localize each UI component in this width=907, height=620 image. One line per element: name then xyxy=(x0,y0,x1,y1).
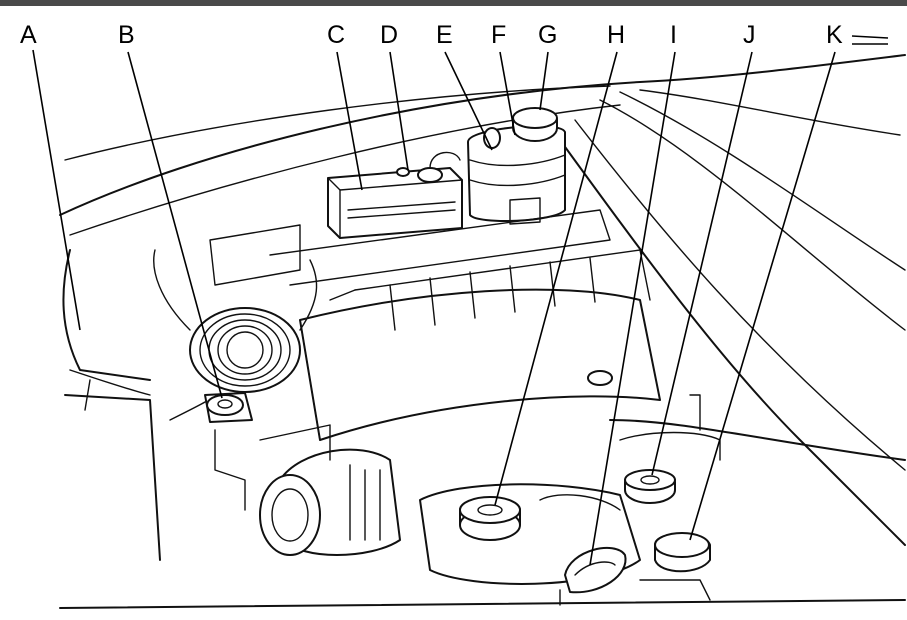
leader-k xyxy=(689,51,836,541)
leader-h xyxy=(494,51,618,506)
callout-g: G xyxy=(538,21,557,49)
callout-leader-lines xyxy=(32,35,889,566)
air-intake-duct xyxy=(153,249,318,393)
figure-top-border xyxy=(0,0,907,6)
callout-labels: A B C D E F G H I J K xyxy=(20,21,843,49)
leader-a xyxy=(32,49,81,331)
leader-d xyxy=(389,51,409,171)
callout-c: C xyxy=(327,21,345,49)
leader-i xyxy=(589,51,676,566)
leader-k-tail xyxy=(851,35,889,39)
callout-k: K xyxy=(826,21,843,49)
engine-oil-dipstick xyxy=(559,546,627,606)
callout-j: J xyxy=(743,21,756,49)
callout-h: H xyxy=(607,21,625,49)
alternator xyxy=(259,424,401,556)
callout-b: B xyxy=(118,21,135,49)
callout-d: D xyxy=(380,21,398,49)
callout-f: F xyxy=(491,21,506,49)
callout-i: I xyxy=(670,21,677,49)
leader-e xyxy=(444,51,493,151)
leader-c xyxy=(336,51,363,191)
brake-reservoir-cap xyxy=(512,107,558,142)
leader-j xyxy=(651,51,753,476)
engine-oil-fill-cap xyxy=(169,392,253,511)
hood-and-fender-outlines xyxy=(59,54,906,609)
brake-reservoir xyxy=(467,125,566,225)
callout-e: E xyxy=(436,21,453,49)
battery xyxy=(327,151,463,239)
power-steering-cap xyxy=(619,394,721,504)
callout-a: A xyxy=(20,21,37,49)
leader-f xyxy=(499,51,516,136)
engine-cover xyxy=(209,209,661,441)
leader-g xyxy=(539,51,549,111)
leader-b xyxy=(127,51,223,399)
washer-fluid-cap xyxy=(639,532,711,601)
